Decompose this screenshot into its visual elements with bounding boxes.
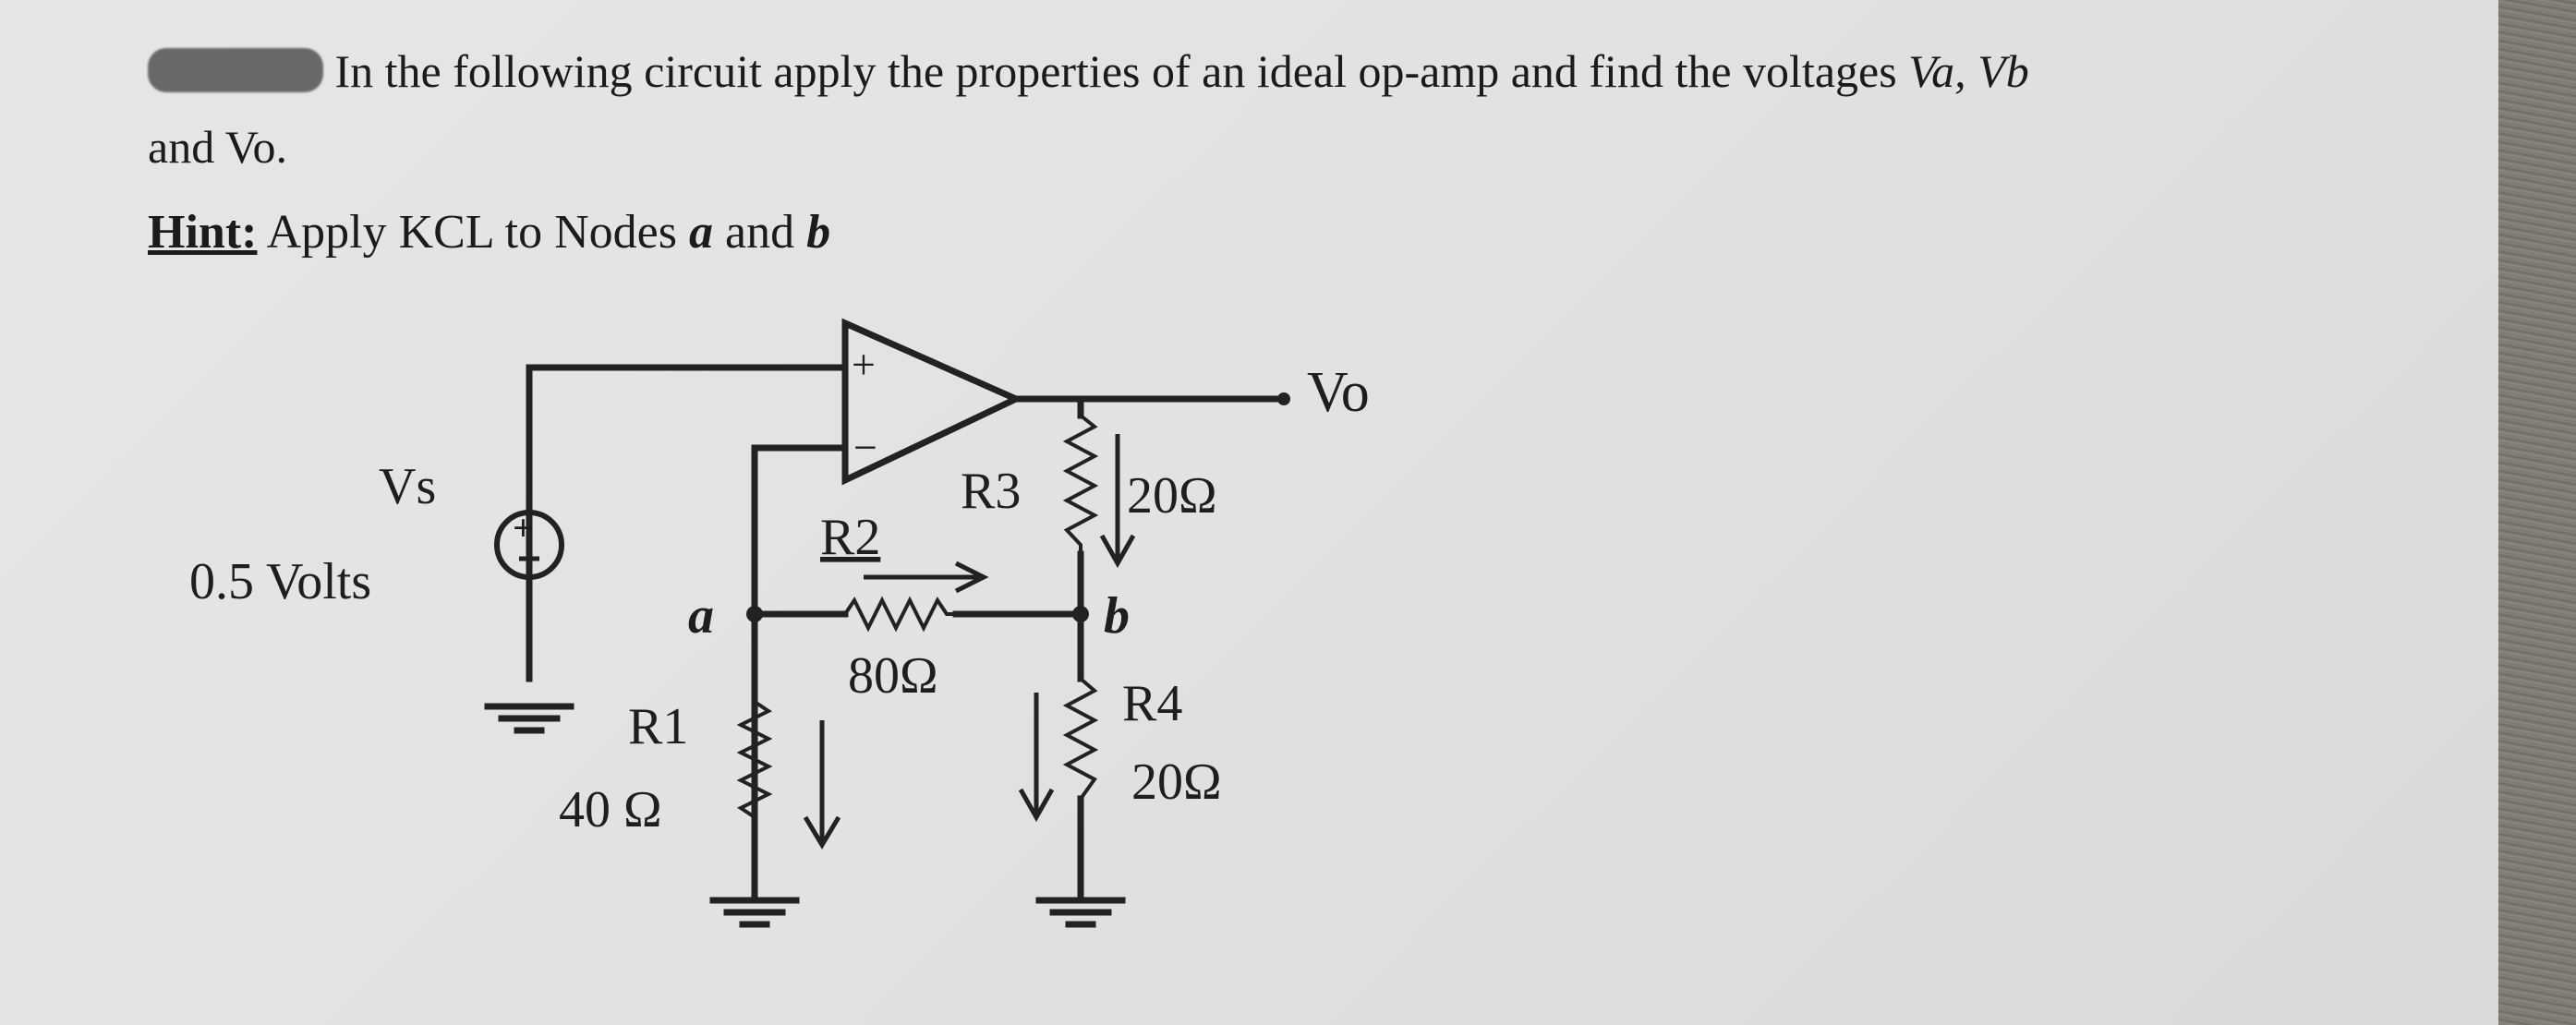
r4-resistor [1062, 677, 1099, 801]
node-b-dot [1072, 606, 1089, 622]
vb-label: Vb [1977, 45, 2029, 97]
r4-current-arrow-icon [1018, 693, 1055, 823]
r2-resistor [843, 596, 956, 633]
opamp-minus: − [853, 424, 877, 471]
question-line2: and Vo. [148, 121, 287, 173]
r2-value: 80Ω [848, 647, 938, 705]
r4-value: 20Ω [1131, 754, 1222, 811]
r3-name: R3 [961, 463, 1021, 520]
voltage-source-icon [494, 510, 564, 580]
r1-current-arrow-icon [803, 720, 841, 850]
hint-label: Hint: [148, 206, 258, 259]
wire-vs-to-plus [526, 364, 849, 682]
r4-name: R4 [1122, 675, 1182, 732]
r1-resistor [736, 700, 773, 819]
ground-icon-r1 [709, 897, 800, 928]
node-a-dot [746, 606, 763, 622]
hint-text: Apply KCL to Nodes [266, 206, 677, 259]
r3-resistor [1062, 414, 1099, 554]
r2-current-arrow-icon [864, 561, 989, 594]
hint: Hint: Apply KCL to Nodes a and b [148, 205, 830, 259]
vs-plus-sign: + [513, 507, 534, 549]
hint-and: and [724, 206, 795, 259]
va-label: Va, [1908, 45, 1966, 97]
hint-node-a: a [688, 206, 713, 259]
node-a-label: a [688, 587, 714, 645]
page-edge [2498, 0, 2576, 1025]
vs-value: 0.5 Volts [189, 553, 371, 610]
ground-icon-r4 [1035, 897, 1126, 928]
r3-value: 20Ω [1127, 467, 1217, 525]
wire-minus-to-node-a [751, 444, 849, 904]
output-terminal [1277, 392, 1290, 405]
node-b-label: b [1104, 587, 1130, 645]
hint-node-b: b [806, 206, 831, 259]
vs-label: Vs [379, 458, 436, 515]
output-label: Vo [1307, 361, 1370, 424]
r1-name: R1 [628, 698, 688, 755]
r3-current-arrow-icon [1099, 434, 1136, 569]
opamp-plus: + [852, 341, 876, 388]
worksheet-paper [0, 0, 2522, 1025]
question-text: In the following circuit apply the prope… [148, 33, 2364, 185]
points-label-smudged [148, 48, 323, 92]
r2-name: R2 [820, 509, 880, 566]
ground-icon-vs [484, 703, 574, 734]
opamp-triangle [841, 318, 1024, 486]
question-line1: In the following circuit apply the prope… [334, 45, 1897, 97]
r1-value: 40 Ω [559, 781, 662, 838]
